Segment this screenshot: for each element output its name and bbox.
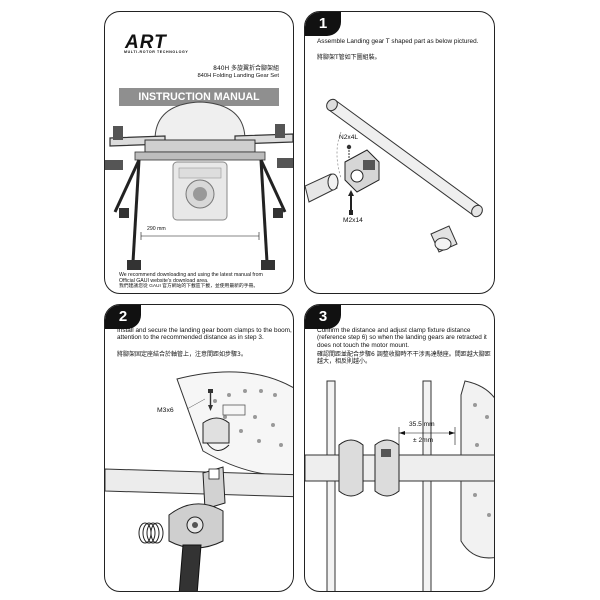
step2-label-screw: M3x6	[157, 407, 174, 414]
dimension-label: 290 mm	[147, 226, 166, 232]
step3-dim-tolerance: ± 2mm	[413, 437, 434, 444]
step1-label-screw-bottom: M2x14	[343, 217, 363, 224]
step2-illustration	[105, 371, 293, 591]
step3-text-en: Confirm the distance and adjust clamp fi…	[317, 327, 487, 349]
brand-logo: ART	[125, 32, 167, 53]
drone-illustration	[105, 101, 293, 270]
step1-badge: 1	[305, 12, 341, 36]
cover-subtitle-en: 840H Folding Landing Gear Set	[197, 73, 279, 79]
step3-dim-value: 35.5 mm	[409, 421, 435, 428]
brand-logo-subtitle: MULTI-ROTOR TECHNOLOGY	[124, 50, 189, 54]
step3-illustration	[305, 380, 494, 591]
download-note-en-1: We recommend downloading and using the l…	[119, 272, 263, 278]
manual-title: INSTRUCTION MANUAL	[119, 88, 279, 106]
step1-text-en: Assemble Landing gear T shaped part as b…	[317, 38, 479, 45]
step1-panel: 1 Assemble Landing gear T shaped part as…	[304, 11, 495, 294]
download-note-zh: 我們建議您從 GAUI 官方網站的下載區下載，並使用最新的手冊。	[119, 284, 259, 289]
step3-badge: 3	[305, 305, 341, 329]
step2-badge: 2	[105, 305, 141, 329]
download-note: We recommend downloading and using the l…	[119, 272, 289, 290]
step2-text-en: Install and secure the landing gear boom…	[117, 327, 292, 342]
step3-text-zh: 確認間距並配合步驟6 調整收腳時不干涉馬達馳座。間距越大腳距越大，相反則越小。	[317, 351, 491, 366]
step1-illustration	[305, 98, 483, 253]
step1-text-zh: 將腳架T管如下圖組裝。	[317, 54, 381, 61]
cover-subtitle-zh: 840H 多旋翼折合腳架組	[213, 65, 279, 72]
cover-panel: ART MULTI-ROTOR TECHNOLOGY 840H 多旋翼折合腳架組…	[104, 11, 294, 294]
step3-panel: 3 Confirm the distance and adjust clamp …	[304, 304, 495, 592]
download-note-en-2: Official GAUI website's download area.	[119, 278, 209, 284]
step2-panel: 2 Install and secure the landing gear bo…	[104, 304, 294, 592]
step2-text-zh: 將腳架固定座結合於軸管上，注意間距如步驟3。	[117, 351, 247, 358]
step1-label-screw-top: N2x4L	[339, 134, 359, 141]
